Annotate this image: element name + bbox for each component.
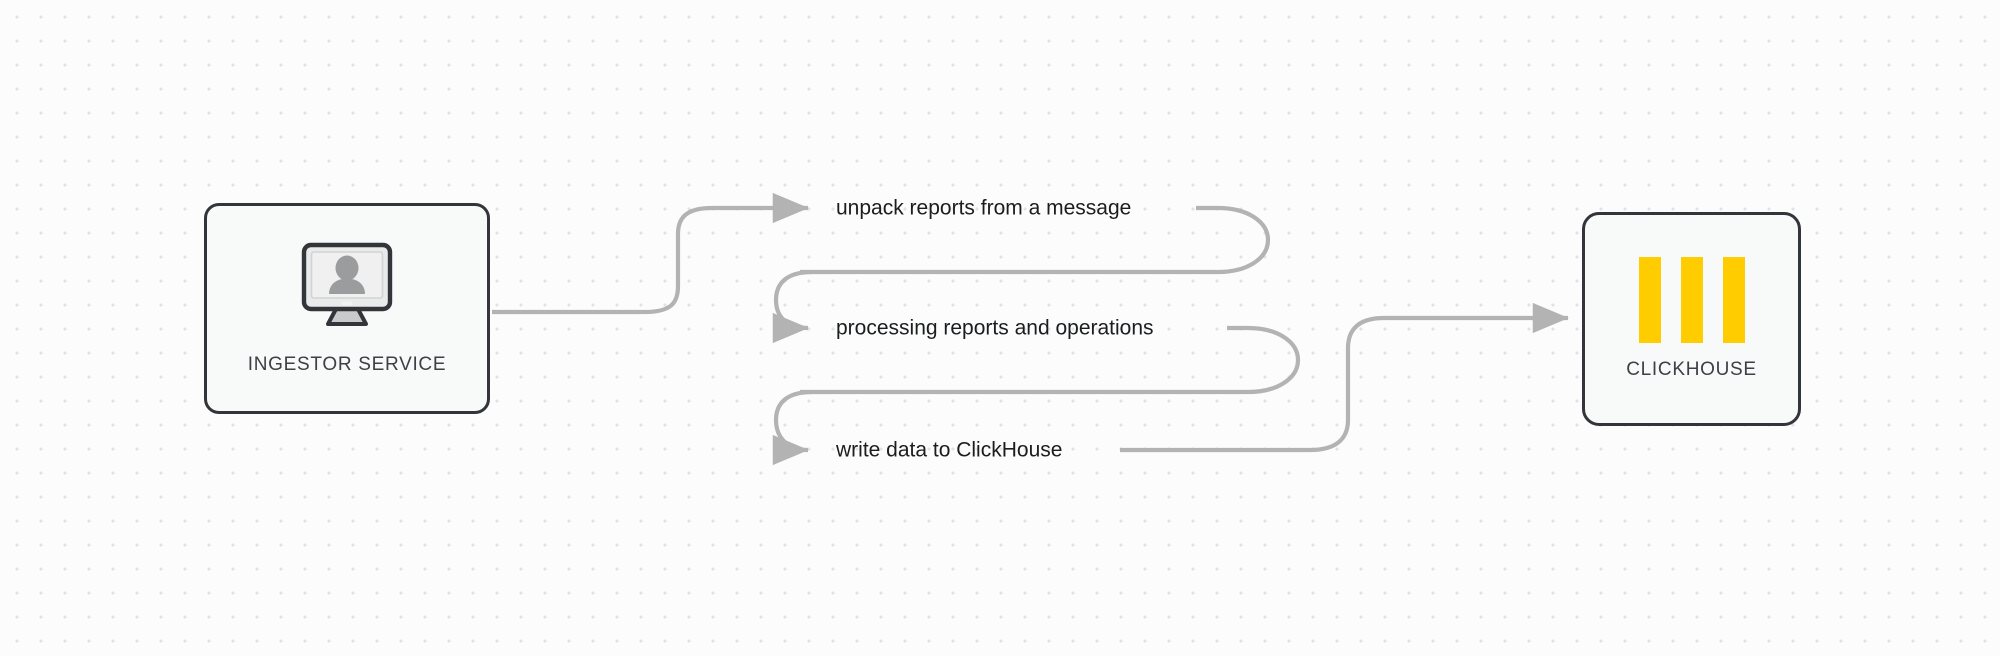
clickhouse-bar-1 bbox=[1638, 257, 1661, 343]
edge-step1-uturn bbox=[800, 205, 1271, 275]
clickhouse-bar-3 bbox=[1722, 257, 1745, 343]
edge-uturn-to-step2 bbox=[772, 269, 813, 344]
edge-step2-uturn bbox=[800, 325, 1301, 395]
node-ingestor-service[interactable]: INGESTOR SERVICE bbox=[204, 203, 490, 414]
clickhouse-bars-icon bbox=[1638, 257, 1745, 343]
clickhouse-bar-2 bbox=[1680, 257, 1703, 343]
node-ingestor-service-label: INGESTOR SERVICE bbox=[247, 354, 447, 375]
edge-ingestor-to-step1 bbox=[492, 192, 809, 315]
node-clickhouse[interactable]: CLICKHOUSE bbox=[1582, 212, 1801, 426]
monitor-user-icon bbox=[295, 241, 399, 338]
edge-label-step-2: processing reports and operations bbox=[836, 316, 1154, 340]
node-clickhouse-label: CLICKHOUSE bbox=[1626, 359, 1757, 380]
edge-label-step-3: write data to ClickHouse bbox=[836, 438, 1063, 462]
edge-label-step-1: unpack reports from a message bbox=[836, 196, 1132, 220]
edge-uturn-to-step3 bbox=[772, 389, 813, 466]
edge-step3-to-clickhouse bbox=[1120, 302, 1569, 453]
